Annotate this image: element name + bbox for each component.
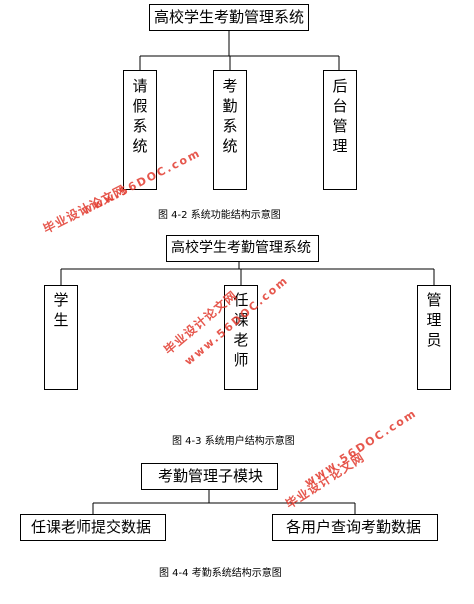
fig3-node-user-query: 各用户查询考勤数据 xyxy=(272,514,438,541)
fig3-root-label: 考勤管理子模块 xyxy=(158,467,264,485)
fig2-caption: 图 4-3 系统用户结构示意图 xyxy=(172,436,295,447)
fig1-root-label: 高校学生考勤管理系统 xyxy=(154,8,305,26)
fig1-node-backend: 后台管理 xyxy=(323,70,357,190)
fig3-node-teacher-submit-label: 任课老师提交数据 xyxy=(31,518,152,536)
fig1-node-leave-label: 请假系统 xyxy=(132,77,148,155)
fig3-node-teacher-submit: 任课老师提交数据 xyxy=(20,514,166,541)
fig3-caption: 图 4-4 考勤系统结构示意图 xyxy=(159,568,282,579)
fig1-node-attendance: 考勤系统 xyxy=(213,70,247,190)
fig1-caption: 图 4-2 系统功能结构示意图 xyxy=(158,210,281,221)
fig1-node-backend-label: 后台管理 xyxy=(332,77,348,155)
fig2-root-node: 高校学生考勤管理系统 xyxy=(166,235,319,262)
fig2-node-admin: 管理员 xyxy=(417,285,451,390)
fig2-node-teacher: 任课老师 xyxy=(224,285,258,390)
fig2-node-teacher-label: 任课老师 xyxy=(233,291,249,369)
fig3-node-user-query-label: 各用户查询考勤数据 xyxy=(286,518,422,536)
fig2-node-admin-label: 管理员 xyxy=(426,291,442,349)
fig2-node-student-label: 学生 xyxy=(53,291,69,329)
fig2-node-student: 学生 xyxy=(44,285,78,390)
fig2-root-label: 高校学生考勤管理系统 xyxy=(171,240,311,256)
fig1-node-attendance-label: 考勤系统 xyxy=(222,77,238,155)
fig3-root-node: 考勤管理子模块 xyxy=(141,463,278,490)
fig1-node-leave: 请假系统 xyxy=(123,70,157,190)
fig1-root-node: 高校学生考勤管理系统 xyxy=(149,4,309,31)
